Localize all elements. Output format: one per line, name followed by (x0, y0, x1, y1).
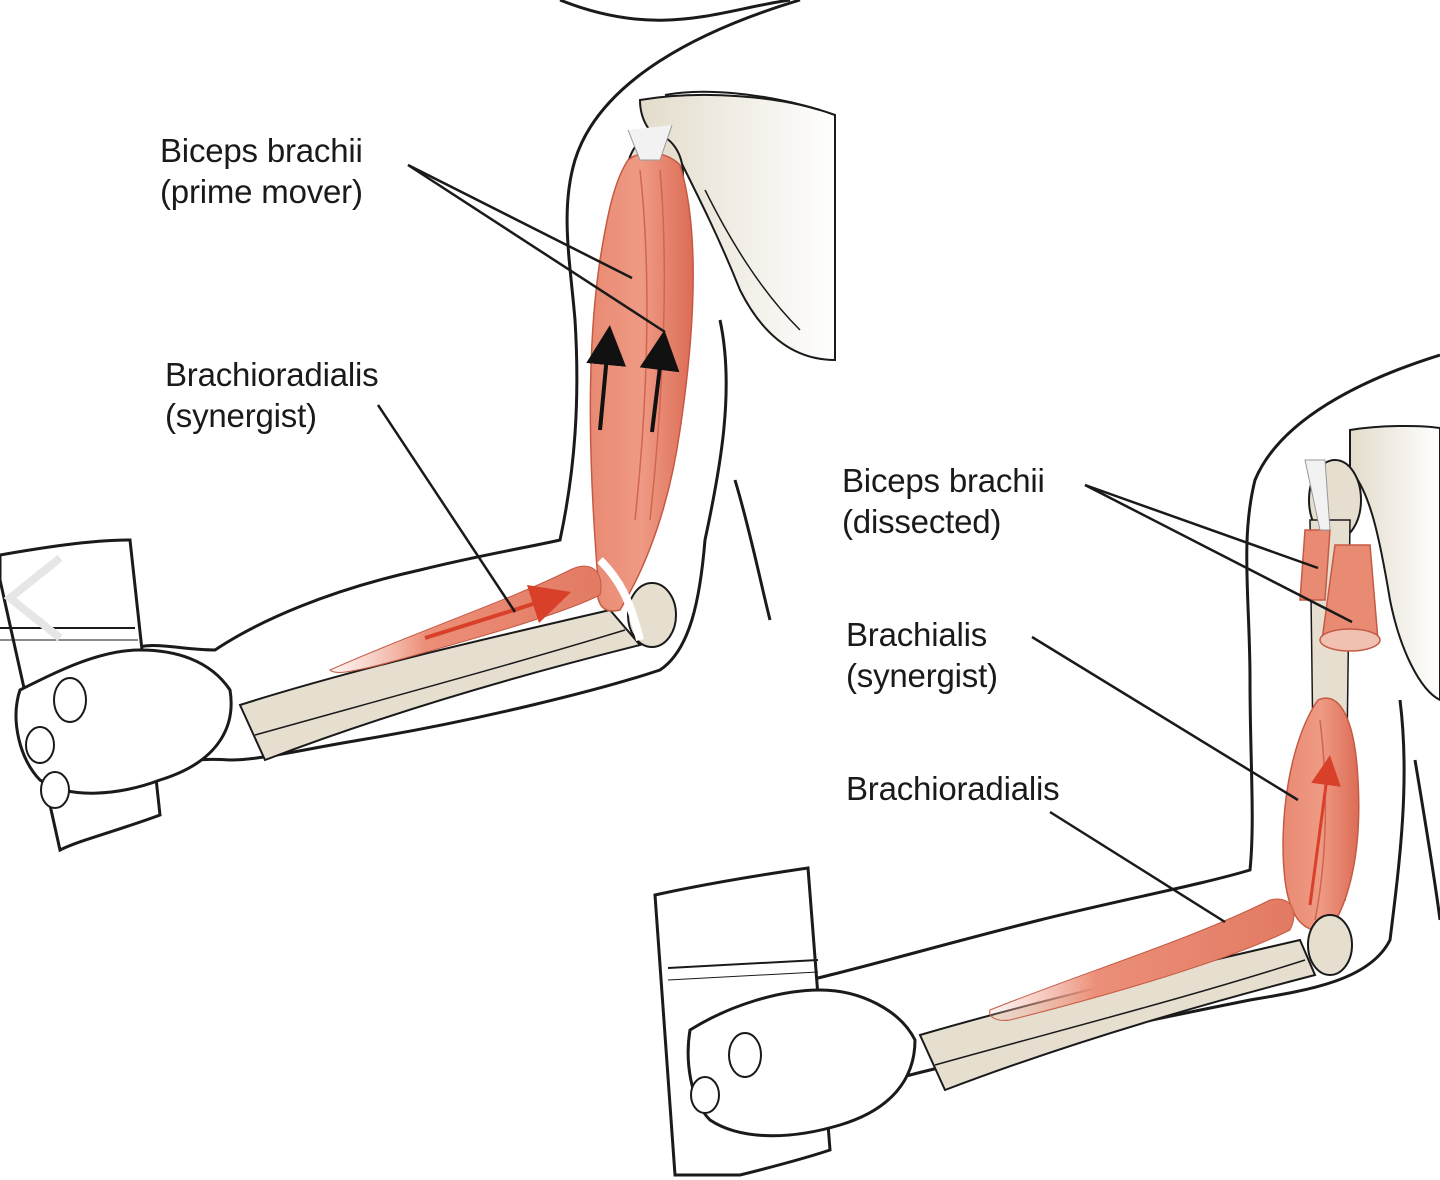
left-shoulder-outline (129, 0, 801, 652)
left-body-outline (559, 0, 791, 22)
label-brachioradialis: Brachioradialis (846, 768, 1060, 809)
label-biceps-dissected: Biceps brachii (dissected) (842, 460, 1045, 542)
label-brachioradialis-synergist: Brachioradialis (synergist) (165, 354, 379, 436)
left-biceps-arrow-2 (639, 330, 680, 433)
right-brachialis-arrow (1308, 755, 1341, 906)
label-text: Brachialis (846, 616, 988, 653)
right-arm-illustration (653, 353, 1440, 1177)
right-leader-lines (1031, 483, 1353, 924)
left-leader-lines (376, 163, 666, 613)
label-text: (synergist) (165, 397, 317, 434)
left-arm-lower-outline (158, 319, 728, 777)
left-biceps-muscle (589, 152, 694, 612)
label-brachialis-synergist: Brachialis (synergist) (846, 614, 998, 696)
left-torso-line (733, 479, 772, 621)
right-scapula (1349, 424, 1440, 702)
label-text: Brachioradialis (846, 770, 1060, 807)
left-radius-ulna (238, 608, 642, 762)
left-biceps-arrow-1 (586, 325, 627, 431)
left-brachioradialis-arrow (424, 584, 572, 640)
right-hand (686, 988, 917, 1138)
label-text: Biceps brachii (160, 132, 363, 169)
right-arm-lower-outline (819, 699, 1406, 1112)
right-shoulder-outline (774, 353, 1440, 992)
right-biceps-stump-1 (1299, 529, 1331, 601)
right-brachioradialis-muscle (989, 898, 1295, 1021)
label-text: Biceps brachii (842, 462, 1045, 499)
chevron-left-icon[interactable] (0, 548, 70, 648)
left-arm-illustration (0, 0, 836, 853)
label-text: (synergist) (846, 657, 998, 694)
label-text: Brachioradialis (165, 356, 379, 393)
label-text: (dissected) (842, 503, 1002, 540)
label-text: (prime mover) (160, 173, 363, 210)
label-biceps-prime-mover: Biceps brachii (prime mover) (160, 130, 363, 212)
